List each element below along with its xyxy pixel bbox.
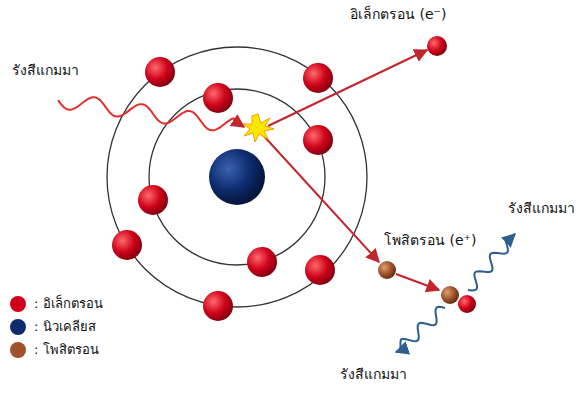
gamma-wave [396,307,445,352]
nucleus [209,149,265,205]
gamma-ray-label: รังสีแกมมา [508,200,575,217]
legend-item: : นิวเคลียส [10,315,103,338]
electron [305,255,335,285]
electron [303,63,333,93]
legend-swatch [10,342,26,358]
electron [138,185,168,215]
electron [145,57,175,87]
electron [203,291,233,321]
legend-item: : โพสิตรอน [10,338,103,361]
emitted-electron [427,36,447,56]
electron-path [268,50,427,126]
electron-label: อิเล็กตรอน (e⁻) [350,6,446,23]
gamma-rays [58,97,515,352]
positron [441,286,459,304]
gamma-wave [58,97,244,130]
interaction-burst [243,114,274,142]
orbit-electrons [112,57,335,321]
annihilating-electron [458,295,476,313]
electron [303,125,333,155]
legend-swatch [10,319,26,335]
electron [203,83,233,113]
legend-text: : โพสิตรอน [34,339,99,360]
gamma-ray-label: รังสีแกมมา [12,62,79,79]
gamma-ray-label: รังสีแกมมา [340,366,407,383]
positron-path [262,134,379,262]
orbits [107,47,367,307]
positron [378,261,396,279]
positron-path [396,274,439,290]
inner-orbit [149,89,325,265]
positron-label: โพสิตรอน (e⁺) [384,232,476,249]
legend: : อิเล็กตรอน: นิวเคลียส: โพสิตรอน [10,292,103,361]
legend-text: : อิเล็กตรอน [34,293,103,314]
outer-orbit [107,47,367,307]
electron [247,247,277,277]
electron [112,230,142,260]
legend-text: : นิวเคลียส [34,316,96,337]
legend-item: : อิเล็กตรอน [10,292,103,315]
legend-swatch [10,296,26,312]
